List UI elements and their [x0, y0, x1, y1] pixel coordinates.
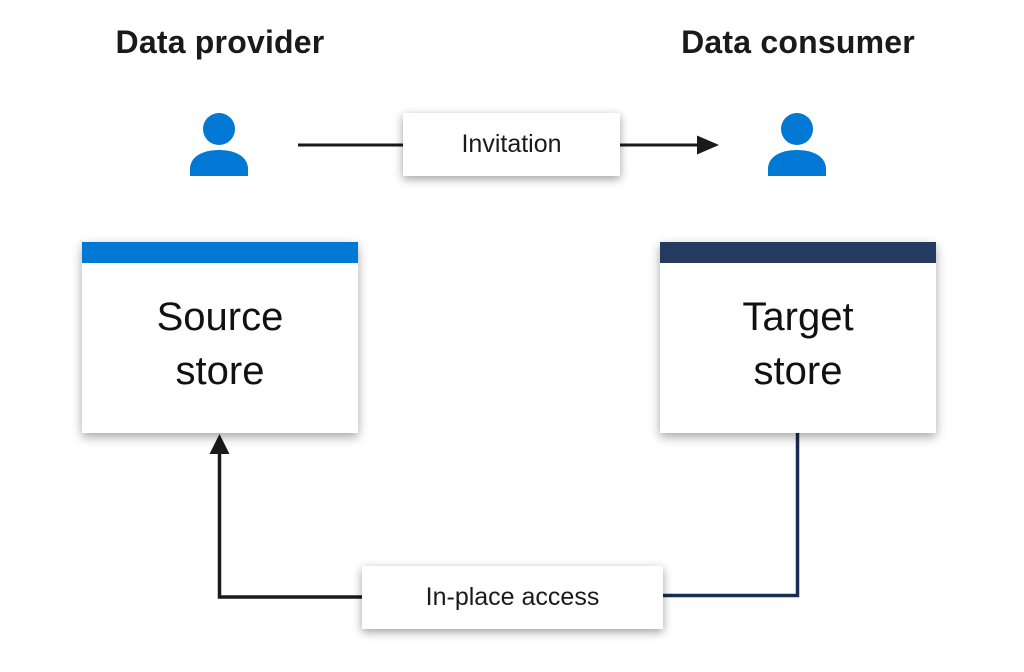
consumer-person-icon: [768, 113, 826, 176]
in-place-access-label-box: In-place access: [362, 566, 663, 629]
source-store-body: Source store: [82, 263, 358, 433]
in-place-access-label: In-place access: [425, 583, 600, 611]
consumer-title: Data consumer: [681, 24, 915, 60]
target-store-body: Target store: [660, 263, 936, 433]
source-store-header-bar: [82, 242, 358, 263]
target-store-label: Target store: [742, 295, 854, 393]
provider-person-icon: [190, 113, 248, 176]
invitation-label-box: Invitation: [403, 113, 620, 176]
target-store-connector: [663, 433, 800, 598]
invitation-arrow: [298, 135, 719, 155]
in-place-access-arrow: [209, 434, 362, 599]
target-store-header-bar: [660, 242, 936, 263]
target-store-box: Target store: [660, 242, 936, 433]
source-store-box: Source store: [82, 242, 358, 433]
invitation-label: Invitation: [461, 130, 562, 158]
provider-title: Data provider: [115, 24, 325, 60]
source-store-label: Source store: [156, 295, 284, 393]
